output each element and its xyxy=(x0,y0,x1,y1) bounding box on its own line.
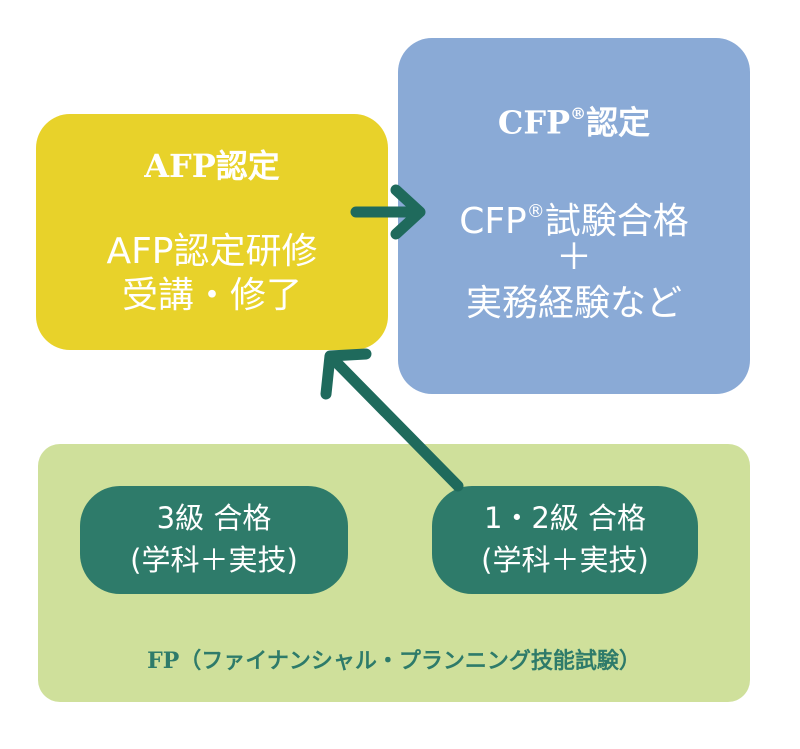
cfp-title-suffix: 認定 xyxy=(586,103,651,142)
cfp-title: CFP®認定 xyxy=(398,96,750,140)
cfp-title-main: CFP xyxy=(497,103,571,142)
cfp-requirement-line2: 実務経験など xyxy=(465,283,682,324)
afp-title: AFP認定 xyxy=(144,147,280,185)
cfp-line1-main: CFP xyxy=(459,201,527,243)
fp-exam-label: FP（ファイナンシャル・プランニング技能試験） xyxy=(147,648,641,674)
grade3-pass-label: 3級 合格 xyxy=(156,501,272,535)
afp-requirement-line1: AFP認定研修 xyxy=(106,231,318,272)
registered-mark: ® xyxy=(526,201,545,222)
afp-certification-box: AFP認定 AFP認定研修 受講・修了 xyxy=(36,114,388,350)
grade12-pass-label: 1・2級 合格 xyxy=(483,501,647,535)
grade3-pass-pill: 3級 合格 (学科＋実技) xyxy=(80,486,348,594)
plus-sign: ＋ xyxy=(555,237,592,278)
grade3-subjects-label: (学科＋実技) xyxy=(130,543,298,577)
afp-requirement-line2: 受講・修了 xyxy=(121,275,302,316)
registered-mark: ® xyxy=(570,104,587,123)
cfp-line1-suffix: 試験合格 xyxy=(544,201,689,243)
grade12-pass-pill: 1・2級 合格 (学科＋実技) xyxy=(432,486,698,594)
grade12-subjects-label: (学科＋実技) xyxy=(481,543,649,577)
cfp-requirement-line1: CFP®試験合格 xyxy=(398,192,750,242)
cfp-certification-box: CFP®認定 CFP®試験合格 ＋ 実務経験など xyxy=(398,38,750,394)
